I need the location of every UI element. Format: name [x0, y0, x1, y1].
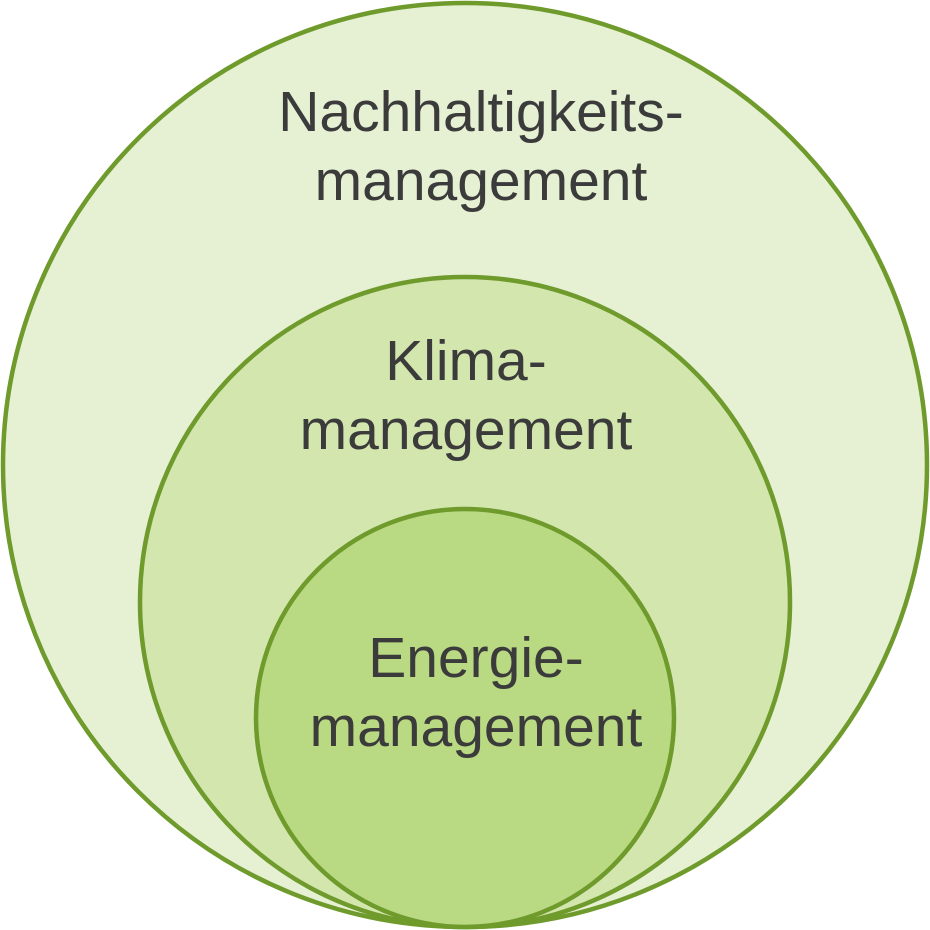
middle-label-line2: management [300, 398, 633, 462]
inner-label-line1: Energie- [368, 626, 583, 690]
inner-label-line2: management [310, 695, 643, 759]
middle-label-line1: Klima- [385, 329, 547, 393]
outer-label-line1: Nachhaltigkeits- [278, 80, 684, 144]
outer-label-line2: management [315, 149, 648, 213]
inner-circle-energy [253, 506, 677, 930]
